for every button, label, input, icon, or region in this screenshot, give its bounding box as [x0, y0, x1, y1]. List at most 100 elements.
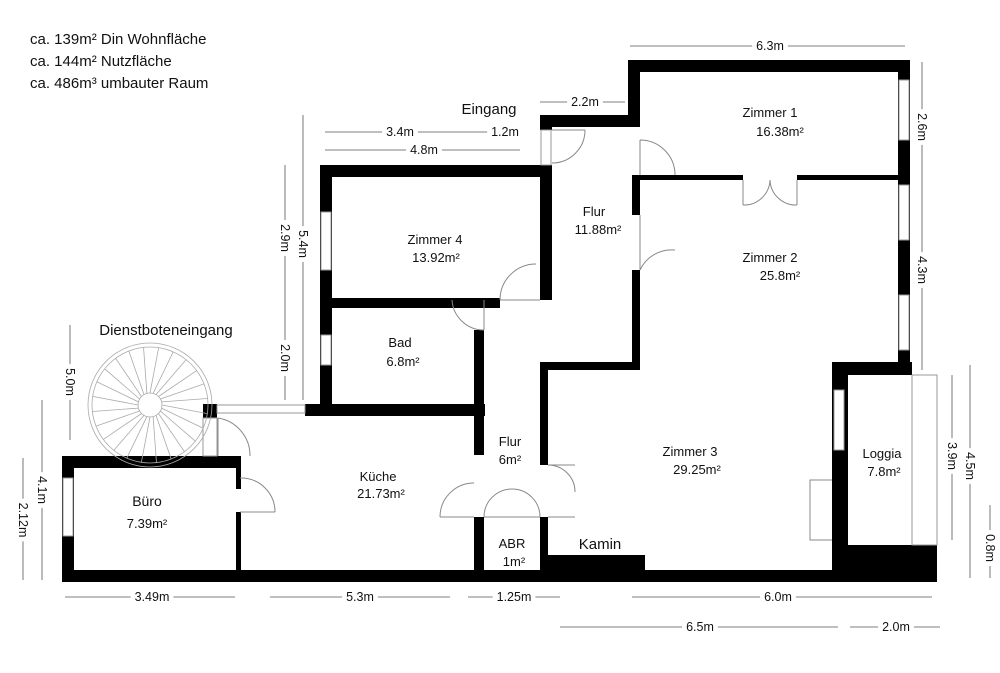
room-bad: Bad 6.8m² — [386, 335, 420, 369]
dim-label-bg — [130, 590, 174, 604]
windows — [62, 79, 938, 546]
stair-tread — [92, 407, 139, 412]
dim-label-bg — [278, 340, 292, 376]
dim-4-1: 4.1m — [35, 476, 49, 504]
stair-tread — [126, 416, 148, 459]
dim-label-bg — [963, 448, 977, 484]
dim-6-0: 6.0m — [764, 590, 792, 604]
svg-text:13.92m²: 13.92m² — [412, 250, 460, 265]
dim-label-bg — [406, 143, 442, 157]
svg-text:7.39m²: 7.39m² — [127, 516, 168, 531]
room-zimmer2: Zimmer 2 25.8m² — [743, 250, 801, 283]
info-umbauter-raum: ca. 486m³ umbauter Raum — [30, 75, 208, 92]
stair-tread — [140, 416, 151, 463]
stair-tread — [104, 368, 140, 400]
label-eingang: Eingang — [461, 101, 516, 118]
dim-label-bg — [16, 498, 30, 542]
room-zimmer4: Zimmer 4 13.92m² — [408, 232, 463, 265]
dim-1-25: 1.25m — [497, 590, 532, 604]
dim-4-5: 4.5m — [963, 452, 977, 480]
info-nutzflaeche: ca. 144m² Nutzfläche — [30, 53, 172, 70]
dim-label-bg — [63, 364, 77, 400]
room-kueche: Küche 21.73m² — [357, 469, 405, 501]
room-buero: Büro 7.39m² — [127, 493, 168, 531]
dim-0-8: 0.8m — [983, 534, 997, 562]
dim-5-0: 5.0m — [63, 368, 77, 396]
stair-tread — [95, 410, 140, 427]
dim-1-2: 1.2m — [491, 125, 519, 139]
dim-2-9: 2.9m — [278, 224, 292, 252]
stair-tread — [115, 358, 142, 397]
dim-2-6: 2.6m — [915, 113, 929, 141]
room-abr: ABR 1m² — [499, 536, 526, 569]
svg-text:1m²: 1m² — [503, 554, 526, 569]
dim-5-4: 5.4m — [296, 230, 310, 258]
stair-tread — [149, 347, 160, 394]
stair-tread — [160, 383, 205, 400]
room-flur-1: Flur 11.88m² — [575, 204, 622, 237]
svg-text:6.8m²: 6.8m² — [386, 354, 420, 369]
stair-tread — [113, 415, 145, 451]
svg-text:Zimmer 2: Zimmer 2 — [743, 250, 798, 265]
dim-label-bg — [945, 438, 959, 474]
room-labels: Zimmer 1 16.38m² Zimmer 2 25.8m² Zimmer 3 2… — [99, 101, 902, 569]
info-wohnflaeche: ca. 139m² Din Wohnfläche — [30, 31, 206, 48]
stair-tread — [92, 395, 139, 406]
dim-label-bg — [567, 95, 603, 109]
spiral-staircase — [87, 342, 213, 468]
svg-text:Flur: Flur — [499, 434, 522, 449]
dim-label-bg — [752, 39, 788, 53]
svg-text:Bad: Bad — [388, 335, 411, 350]
dim-label-bg — [278, 220, 292, 256]
svg-text:Zimmer 3: Zimmer 3 — [663, 444, 718, 459]
svg-text:Zimmer 4: Zimmer 4 — [408, 232, 463, 247]
svg-text:16.38m²: 16.38m² — [756, 124, 804, 139]
dim-4-3: 4.3m — [915, 256, 929, 284]
dim-label-bg — [760, 590, 796, 604]
dim-label-bg — [878, 620, 914, 634]
dim-2-0-bottom: 2.0m — [882, 620, 910, 634]
dim-2-0: 2.0m — [278, 344, 292, 372]
stair-tread — [160, 410, 196, 442]
dim-label-bg — [382, 125, 418, 139]
dim-4-8: 4.8m — [410, 143, 438, 157]
dim-label-bg — [296, 226, 310, 262]
dim-label-bg — [682, 620, 718, 634]
stair-tread — [158, 370, 197, 397]
dim-6-5: 6.5m — [686, 620, 714, 634]
svg-text:29.25m²: 29.25m² — [673, 462, 721, 477]
room-zimmer3: Zimmer 3 29.25m² — [663, 444, 722, 477]
dim-label-bg — [342, 590, 378, 604]
stair-tread — [161, 404, 208, 415]
svg-text:Loggia: Loggia — [862, 446, 902, 461]
dim-3-9: 3.9m — [945, 442, 959, 470]
dim-label-bg — [35, 472, 49, 508]
svg-text:Zimmer 1: Zimmer 1 — [743, 105, 798, 120]
svg-text:6m²: 6m² — [499, 452, 522, 467]
svg-text:ABR: ABR — [499, 536, 526, 551]
stair-tread — [155, 359, 187, 395]
area-summary: ca. 139m² Din Wohnfläche ca. 144m² Nutzf… — [30, 31, 208, 92]
room-flur-2: Flur 6m² — [499, 434, 522, 467]
stair-tread — [158, 413, 185, 452]
label-kamin: Kamin — [579, 536, 622, 553]
room-zimmer1: Zimmer 1 16.38m² — [743, 105, 805, 139]
svg-text:21.73m²: 21.73m² — [357, 486, 405, 501]
dim-label-bg — [487, 125, 523, 139]
svg-text:11.88m²: 11.88m² — [575, 222, 622, 237]
dim-label-bg — [915, 252, 929, 288]
stair-tread — [103, 413, 142, 440]
doors — [217, 129, 832, 541]
stair-tread — [143, 347, 148, 394]
svg-text:Küche: Küche — [360, 469, 397, 484]
svg-text:Flur: Flur — [583, 204, 606, 219]
dim-label-bg — [492, 590, 536, 604]
dim-label-bg — [915, 109, 929, 145]
label-dienstboteneingang: Dienstboteneingang — [99, 322, 232, 339]
dim-3-49: 3.49m — [135, 590, 170, 604]
svg-text:25.8m²: 25.8m² — [760, 268, 801, 283]
stair-tread — [161, 407, 204, 429]
svg-text:Büro: Büro — [132, 493, 162, 509]
